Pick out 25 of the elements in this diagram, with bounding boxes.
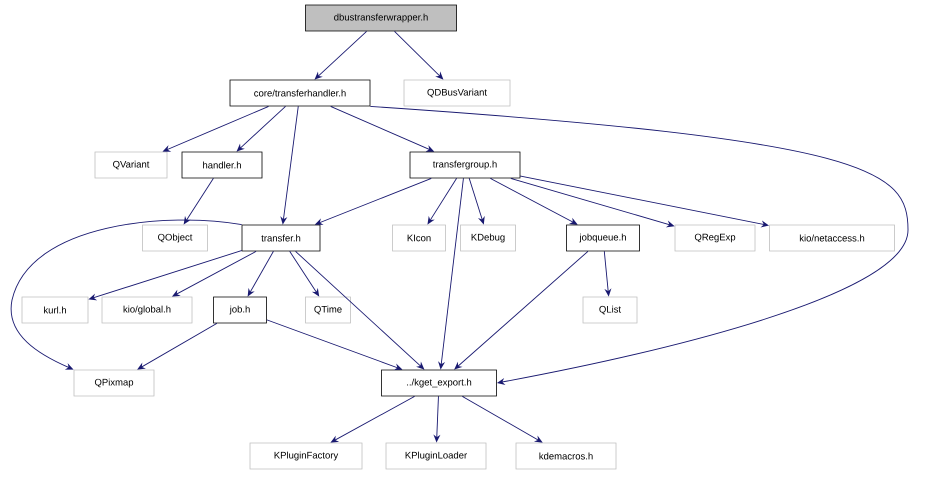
header-file-box: ../kget_export.h [381,370,497,396]
external-header-box: QPixmap [74,370,154,396]
external-header-box: KPluginLoader [386,442,486,470]
arrow [10,220,242,370]
external-header-box: QObject [142,224,208,252]
external-header-box: kdemacros.h [516,442,616,470]
external-header-box: kurl.h [22,296,88,324]
arrow [370,106,908,386]
external-header-box: QVariant [94,152,168,178]
external-header-box: KPluginFactory [250,442,362,470]
header-file-box: transfergroup.h [410,152,520,178]
external-header-box: QTime [305,296,351,324]
header-file-box: transfer.h [242,224,320,252]
external-header-box: QList [582,296,638,324]
header-file-box: handler.h [182,152,262,178]
external-header-box: kio/netaccess.h [769,224,895,252]
header-file-box: jobqueue.h [566,224,640,252]
header-file-box: job.h [213,296,267,324]
external-header-box: KDebug [460,224,516,252]
header-file-box: core/transferhandler.h [230,80,370,106]
external-header-box: KIcon [392,224,446,252]
header-file-box: dbustransferwrapper.h [305,4,457,32]
external-header-box: QDBusVariant [404,80,510,106]
external-header-box: kio/global.h [102,296,192,324]
external-header-box: QRegExp [674,224,756,252]
